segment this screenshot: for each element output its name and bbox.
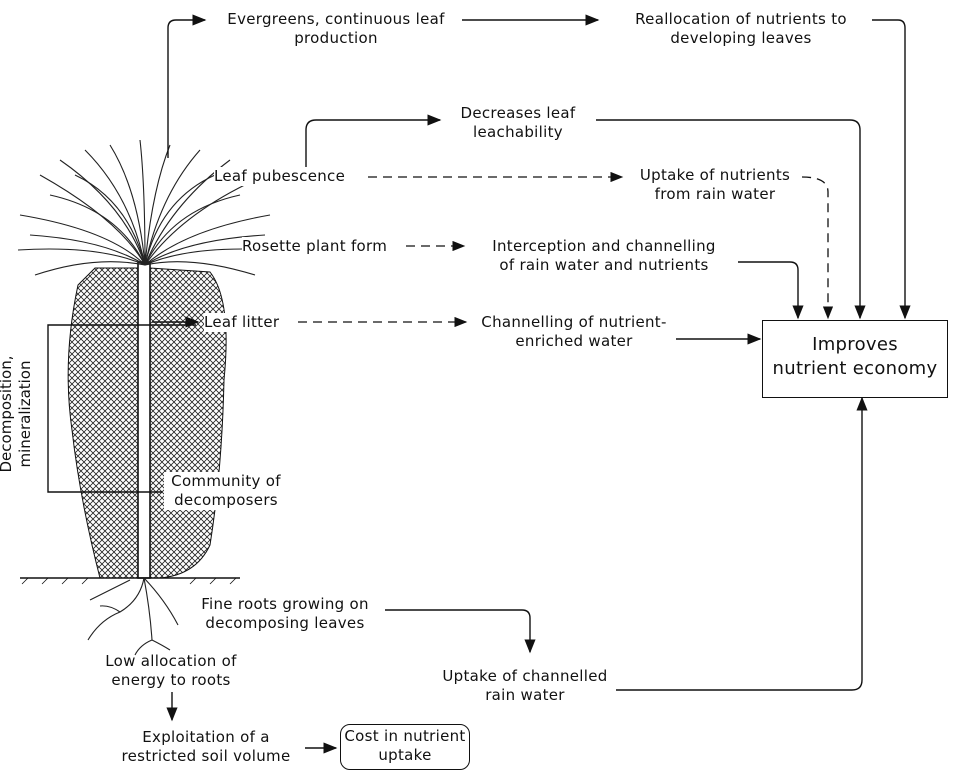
node-interception: Interception and channelling of rain wat…	[470, 237, 738, 275]
node-rosette: Rosette plant form	[242, 237, 387, 256]
node-fine-roots-line1: Fine roots growing on	[186, 595, 384, 614]
rosette-leaves	[18, 140, 275, 275]
arrow-interception-to-improves	[738, 262, 798, 318]
node-decomposition: Decomposition, mineralization	[0, 346, 35, 482]
node-channelling-line1: Channelling of nutrient-	[472, 313, 676, 332]
node-reallocation-line2: developing leaves	[610, 29, 872, 48]
node-channelling: Channelling of nutrient- enriched water	[472, 313, 676, 351]
node-exploitation: Exploitation of a restricted soil volume	[108, 728, 304, 766]
node-uptake-rain-line1: Uptake of nutrients	[628, 166, 802, 185]
node-community-line1: Community of	[164, 472, 288, 491]
node-decreases-line2: leachability	[440, 123, 596, 142]
arrow-reallocation-to-improves	[872, 20, 905, 318]
arrow-uptake-to-improves	[802, 177, 828, 318]
node-cost-line1: Cost in nutrient	[341, 727, 469, 746]
node-uptake-channelled-line2: rain water	[434, 686, 616, 705]
node-uptake-channelled-line1: Uptake of channelled	[434, 667, 616, 686]
node-interception-line1: Interception and channelling	[470, 237, 738, 256]
arrow-to-evergreens	[168, 20, 205, 158]
node-evergreens-line1: Evergreens, continuous leaf	[208, 10, 464, 29]
node-exploitation-line1: Exploitation of a	[108, 728, 304, 747]
node-pubescence: Leaf pubescence	[214, 167, 345, 186]
node-improves: Improves nutrient economy	[763, 333, 947, 381]
arrow-uptake-to-improves	[616, 398, 862, 690]
node-community: Community of decomposers	[164, 472, 288, 510]
node-evergreens-line2: production	[208, 29, 464, 48]
arrow-decreases-to-improves	[596, 120, 860, 318]
node-evergreens: Evergreens, continuous leaf production	[208, 10, 464, 48]
node-fine-roots-line2: decomposing leaves	[186, 614, 384, 633]
node-uptake-rain-line2: from rain water	[628, 185, 802, 204]
node-decreases: Decreases leaf leachability	[440, 104, 596, 142]
node-low-allocation: Low allocation of energy to roots	[58, 652, 284, 690]
node-reallocation-line1: Reallocation of nutrients to	[610, 10, 872, 29]
node-low-allocation-line1: Low allocation of	[58, 652, 284, 671]
node-improves-line2: nutrient economy	[763, 357, 947, 381]
node-improves-line1: Improves	[763, 333, 947, 357]
roots	[88, 578, 178, 655]
node-exploitation-line2: restricted soil volume	[108, 747, 304, 766]
node-litter: Leaf litter	[204, 313, 279, 332]
node-low-allocation-line2: energy to roots	[58, 671, 284, 690]
node-uptake-channelled: Uptake of channelled rain water	[434, 667, 616, 705]
node-fine-roots: Fine roots growing on decomposing leaves	[186, 595, 384, 633]
node-uptake-rain: Uptake of nutrients from rain water	[628, 166, 802, 204]
node-decomposition-line1: Decomposition,	[0, 346, 16, 482]
node-community-line2: decomposers	[164, 491, 288, 510]
node-decomposition-line2: mineralization	[16, 346, 35, 482]
node-interception-line2: of rain water and nutrients	[470, 256, 738, 275]
node-cost-line2: uptake	[341, 746, 469, 765]
node-improves-box: Improves nutrient economy	[762, 320, 948, 398]
stem	[138, 262, 150, 578]
node-channelling-line2: enriched water	[472, 332, 676, 351]
dead-leaf-sheath	[68, 268, 140, 578]
node-cost: Cost in nutrient uptake	[341, 727, 469, 765]
node-reallocation: Reallocation of nutrients to developing …	[610, 10, 872, 48]
arrow-fineroots-to-uptake	[385, 610, 530, 652]
node-cost-box: Cost in nutrient uptake	[340, 724, 470, 770]
node-decreases-line1: Decreases leaf	[440, 104, 596, 123]
arrow-pubescence-to-decreases	[306, 120, 440, 168]
